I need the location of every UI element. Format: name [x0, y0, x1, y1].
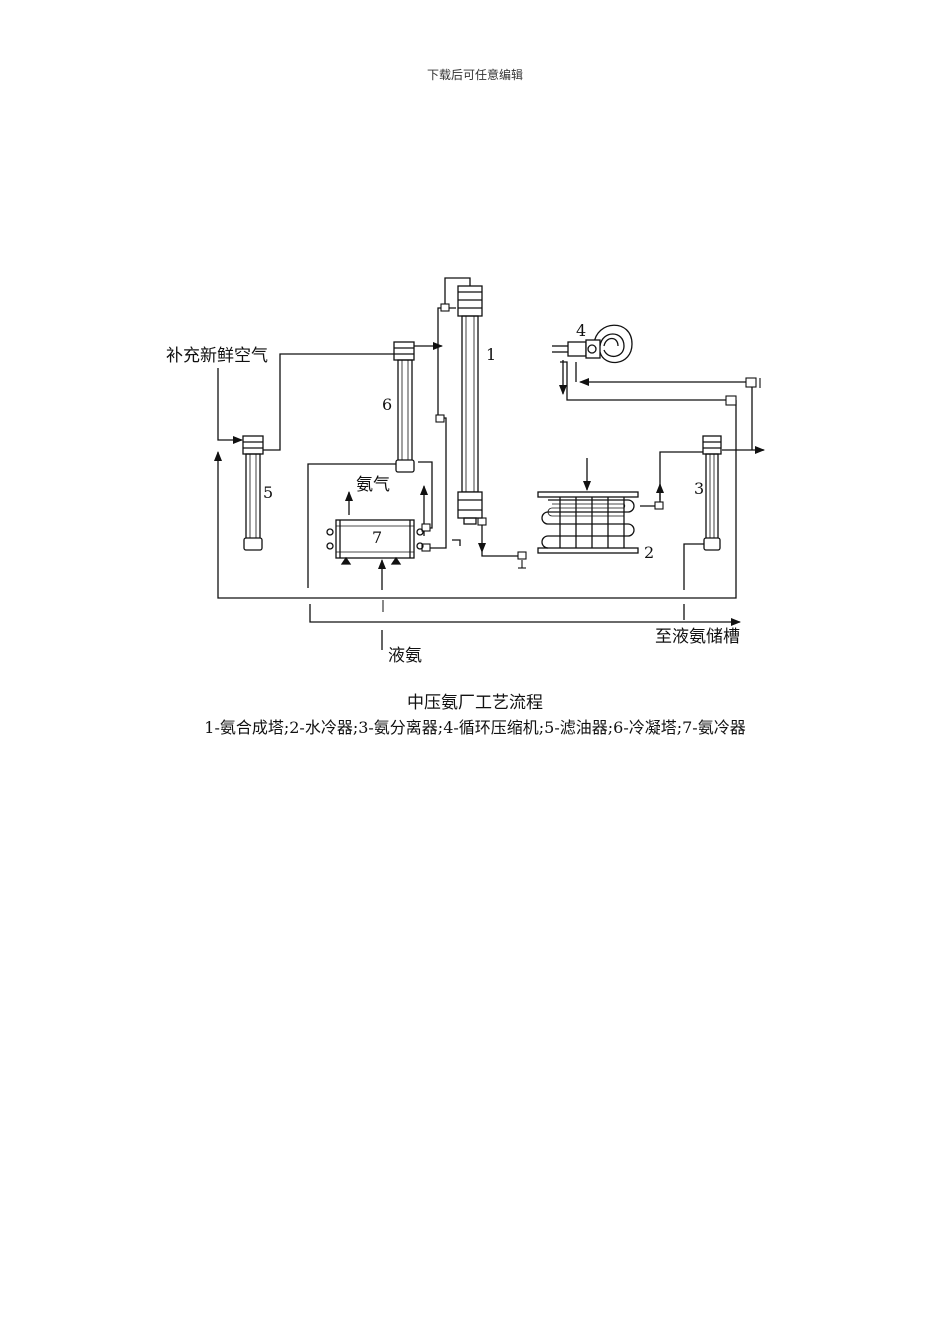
pipe-lines	[214, 277, 765, 650]
water-cooler	[537, 491, 639, 554]
to-storage-label: 至液氨储槽	[655, 627, 740, 647]
condensing-tower	[393, 341, 415, 473]
oil-filter	[242, 435, 264, 551]
ammonia-gas-label: 氨气	[356, 475, 390, 495]
label-6: 6	[382, 395, 392, 414]
label-4: 4	[576, 321, 586, 340]
valves	[421, 303, 761, 569]
fresh-air-label: 补充新鲜空气	[166, 346, 268, 366]
figure-title: 中压氨厂工艺流程	[407, 693, 543, 713]
label-2: 2	[644, 543, 654, 562]
liquid-ammonia-label: 液氨	[388, 646, 422, 666]
ammonia-separator	[702, 435, 722, 551]
page-header: 下载后可任意编辑	[426, 68, 523, 82]
ammonia-cooler	[326, 519, 424, 565]
label-5: 5	[263, 483, 273, 502]
synthesis-tower	[457, 285, 483, 525]
label-7: 7	[372, 528, 382, 547]
figure-legend: 1-氨合成塔;2-水冷器;3-氨分离器;4-循环压缩机;5-滤油器;6-冷凝塔;…	[204, 718, 746, 737]
circulation-compressor	[552, 324, 633, 364]
label-1: 1	[486, 345, 496, 364]
label-3: 3	[694, 479, 704, 498]
process-flow-diagram: 补充新鲜空气 氨气 液氨 至液氨储槽 1 2 3 4 5 6 7	[166, 277, 765, 666]
